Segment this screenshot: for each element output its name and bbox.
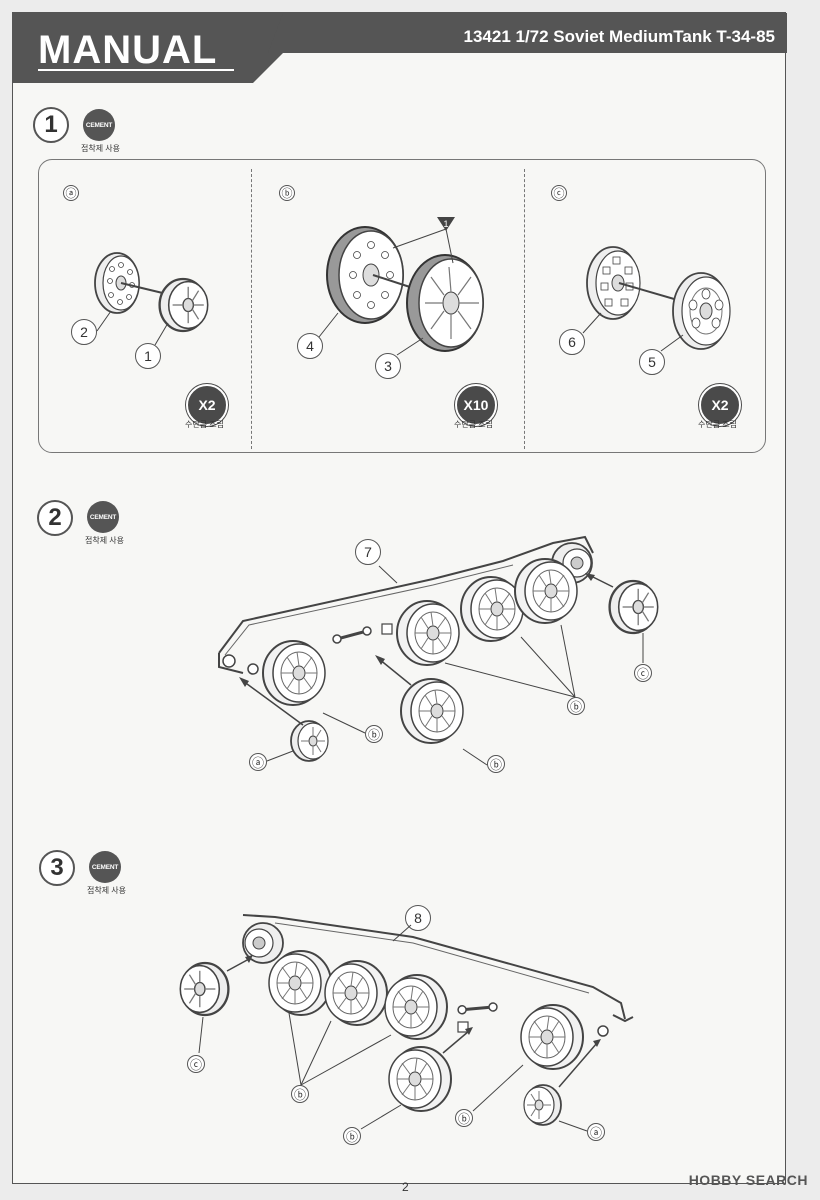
part-callout: 2 (71, 319, 97, 345)
subassembly-c-letter: ⓒ (551, 185, 567, 201)
watermark: HOBBY SEARCH (688, 1172, 808, 1188)
part-callout: 1 (135, 343, 161, 369)
page-number: 2 (402, 1180, 409, 1194)
manual-logo: MANUAL (38, 28, 218, 72)
step-1-panel (38, 159, 766, 453)
panel-divider (251, 169, 252, 449)
cement-icon: CEMENT (89, 851, 121, 883)
subassembly-callout: ⓐ (249, 753, 267, 771)
part-callout: 7 (355, 539, 381, 565)
multiplier-badge: X2 (186, 384, 228, 426)
assembly-illustrations: 1 (94, 217, 731, 1132)
step-3-number: 3 (39, 850, 75, 886)
step-1-number: 1 (33, 107, 69, 143)
multiplier-label: 수만큼 조립 (185, 420, 225, 429)
cement-label: 접착제 사용 (85, 536, 125, 545)
cement-label: 접착제 사용 (81, 144, 121, 153)
part-callout: 5 (639, 349, 665, 375)
cement-label: 접착제 사용 (87, 886, 127, 895)
subassembly-b-letter: ⓑ (279, 185, 295, 201)
subassembly-a-letter: ⓐ (63, 185, 79, 201)
subassembly-callout: ⓐ (587, 1123, 605, 1141)
cement-icon: CEMENT (87, 501, 119, 533)
multiplier-label: 수만큼 조립 (698, 420, 738, 429)
step-2-number: 2 (37, 500, 73, 536)
subassembly-callout: ⓒ (634, 664, 652, 682)
header-banner: MANUAL 13421 1/72 Soviet MediumTank T-34… (13, 13, 787, 83)
subassembly-callout: ⓑ (455, 1109, 473, 1127)
manual-page: MANUAL 13421 1/72 Soviet MediumTank T-34… (12, 12, 787, 1184)
panel-divider (524, 169, 525, 449)
subassembly-callout: ⓑ (291, 1085, 309, 1103)
multiplier-label: 수만큼 조립 (454, 420, 494, 429)
subassembly-callout: ⓑ (365, 725, 383, 743)
part-callout: 6 (559, 329, 585, 355)
multiplier-badge: X2 (699, 384, 741, 426)
subassembly-callout: ⓑ (343, 1127, 361, 1145)
multiplier-badge: X10 (455, 384, 497, 426)
subassembly-callout: ⓑ (567, 697, 585, 715)
part-callout: 4 (297, 333, 323, 359)
subassembly-callout: ⓑ (487, 755, 505, 773)
kit-title: 13421 1/72 Soviet MediumTank T-34-85 (463, 27, 776, 46)
cement-icon: CEMENT (83, 109, 115, 141)
logo-underline (38, 69, 234, 71)
subassembly-callout: ⓒ (187, 1055, 205, 1073)
part-callout: 3 (375, 353, 401, 379)
svg-text:1: 1 (443, 219, 448, 229)
